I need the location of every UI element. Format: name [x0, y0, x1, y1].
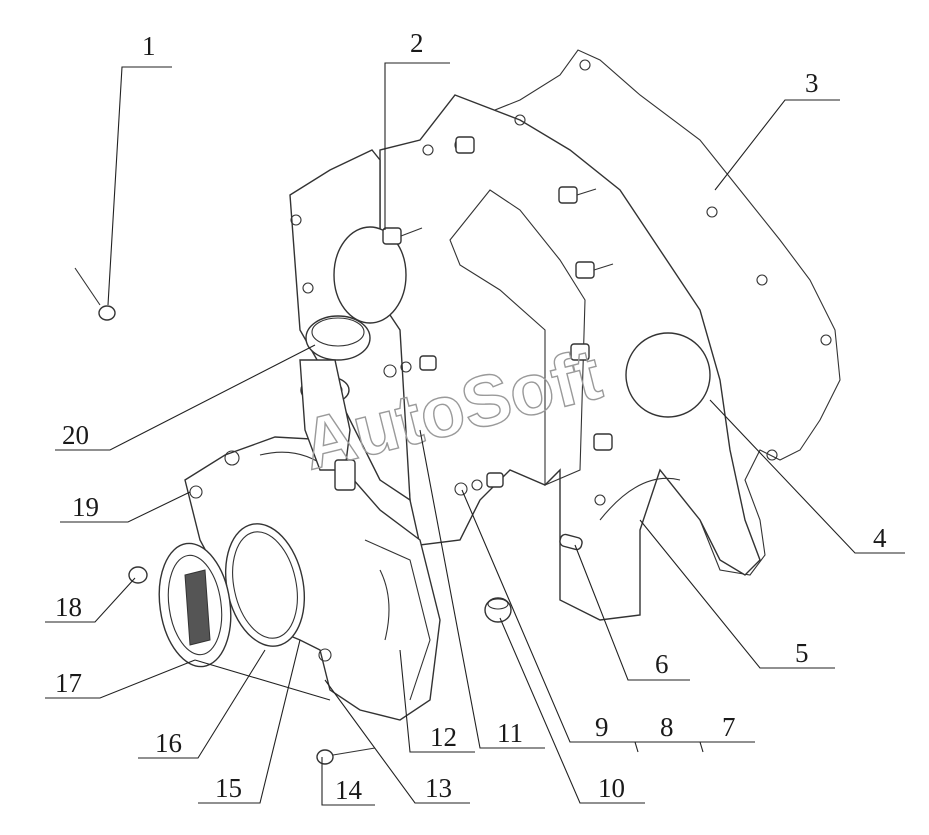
callout-19: 19: [72, 492, 99, 522]
hardware-screw: [74, 267, 116, 321]
gasket-ring: [224, 523, 306, 647]
callout-13: 13: [425, 773, 452, 803]
plate-bolts: [382, 136, 614, 496]
callout-10: 10: [598, 773, 625, 803]
callout-3: 3: [805, 68, 819, 98]
hardware-bolt: [128, 566, 148, 584]
pump-front: [158, 542, 232, 668]
leader-lines: [45, 62, 905, 806]
callout-8: 8: [660, 712, 674, 742]
hardware-screw-bottom: [316, 747, 376, 765]
callout-4: 4: [873, 523, 887, 553]
dowel-pin: [559, 533, 583, 551]
timing-cover-plate: [379, 94, 761, 621]
callout-14: 14: [335, 775, 363, 805]
callout-11: 11: [497, 718, 523, 748]
callout-7: 7: [722, 712, 736, 742]
callout-5: 5: [795, 638, 809, 668]
callout-18: 18: [55, 592, 82, 622]
callout-9: 9: [595, 712, 609, 742]
callout-20: 20: [62, 420, 89, 450]
callout-labels: 1 2 3 4 5 6 7 8 9 10 11 12 13 14 15 16 1…: [55, 28, 887, 805]
callout-17: 17: [55, 668, 82, 698]
plug: [305, 315, 371, 361]
callout-15: 15: [215, 773, 242, 803]
bushing: [484, 597, 512, 623]
callout-12: 12: [430, 722, 457, 752]
callout-16: 16: [155, 728, 182, 758]
callout-1: 1: [142, 31, 156, 61]
callout-2: 2: [410, 28, 424, 58]
callout-6: 6: [655, 649, 669, 679]
